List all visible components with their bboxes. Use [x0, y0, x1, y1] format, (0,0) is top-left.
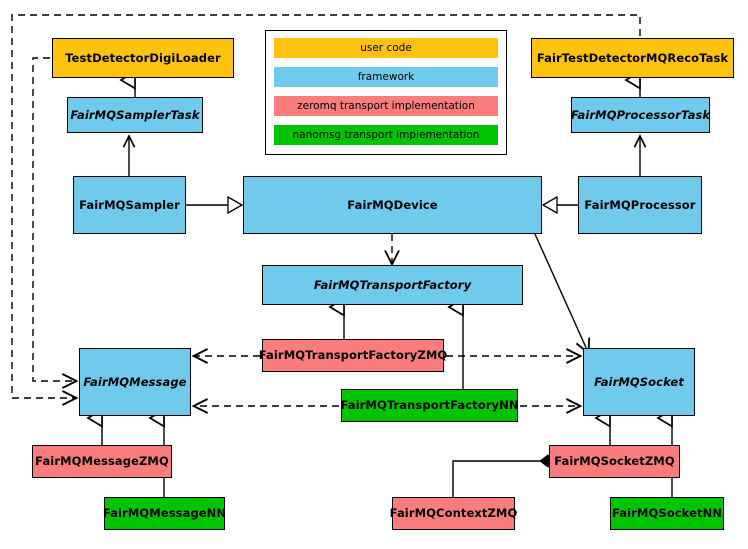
class-node-label: FairMQMessage: [83, 374, 187, 389]
legend-item-zeromq: zeromq transport implementation: [274, 96, 498, 116]
class-node-label: FairMQMessageNN: [102, 506, 227, 521]
class-node-label: FairMQProcessor: [584, 197, 696, 212]
dependency-edges: FairMQTransportFactory --> FairMQMessage…: [11, 14, 641, 406]
class-node-fairmqmessage[interactable]: FairMQMessage: [79, 348, 191, 416]
class-node-fairmqtransportfactory[interactable]: FairMQTransportFactory: [262, 265, 523, 305]
class-node-label: FairMQTransportFactoryNN: [340, 398, 519, 413]
class-node-label: FairMQTransportFactory: [313, 277, 472, 292]
edge-contextzmq-to-socketzmq: [452, 460, 540, 497]
class-node-fairmqprocessor[interactable]: FairMQProcessor: [578, 176, 702, 234]
class-node-fairmqtransportfactorynn[interactable]: FairMQTransportFactoryNN: [340, 389, 519, 422]
class-node-fairtestdetectormqrecotask[interactable]: FairTestDetectorMQRecoTask: [531, 38, 734, 78]
class-node-fairmqsocketzmq[interactable]: FairMQSocketZMQ: [549, 445, 680, 478]
class-node-fairmqprocessortask[interactable]: FairMQProcessorTask: [571, 97, 710, 133]
class-node-fairmqdevice[interactable]: FairMQDevice: [243, 176, 542, 234]
class-node-label: TestDetectorDigiLoader: [65, 50, 221, 65]
class-node-fairmqsamplertask[interactable]: FairMQSamplerTask: [67, 97, 203, 133]
class-node-fairmqsampler[interactable]: FairMQSampler: [73, 176, 186, 234]
class-node-label: FairTestDetectorMQRecoTask: [536, 50, 729, 65]
legend-item-framework: framework: [274, 67, 498, 87]
class-node-label: FairMQSampler: [79, 197, 180, 212]
class-node-label: FairMQSocket: [594, 374, 684, 389]
class-node-fairmqcontextzmq[interactable]: FairMQContextZMQ: [389, 497, 518, 530]
class-node-label: FairMQProcessorTask: [570, 107, 711, 122]
class-node-label: FairMQContextZMQ: [389, 506, 518, 521]
legend-label: zeromq transport implementation: [297, 100, 475, 112]
edge-device-to-socket: [534, 233, 588, 352]
class-node-label: FairMQTransportFactoryZMQ: [258, 348, 448, 363]
triangle-processor-device: [541, 195, 558, 215]
triangle-sampler-device: [227, 195, 244, 215]
legend-item-user-code: user code: [274, 38, 498, 58]
edge-digiloader-to-message: [32, 57, 75, 381]
legend-label: user code: [360, 42, 412, 54]
class-node-label: FairMQSocketNN: [611, 506, 723, 521]
class-node-fairmqmessagezmq[interactable]: FairMQMessageZMQ: [32, 445, 172, 478]
legend-label: nanomsg transport implementation: [292, 129, 480, 141]
class-node-label: FairMQSamplerTask: [70, 107, 200, 122]
class-node-fairmqsocketnn[interactable]: FairMQSocketNN: [610, 497, 724, 530]
class-node-testdetectordigiloader[interactable]: TestDetectorDigiLoader: [52, 38, 234, 78]
class-node-fairmqmessagenn[interactable]: FairMQMessageNN: [102, 497, 227, 530]
class-node-label: FairMQSocketZMQ: [554, 454, 675, 469]
legend-item-nanomsg: nanomsg transport implementation: [274, 125, 498, 145]
class-node-label: FairMQMessageZMQ: [35, 454, 169, 469]
legend-label: framework: [357, 71, 415, 83]
class-node-fairmqtransportfactoryzmq[interactable]: FairMQTransportFactoryZMQ: [259, 339, 447, 372]
class-node-fairmqsocket[interactable]: FairMQSocket: [583, 348, 695, 416]
class-node-label: FairMQDevice: [347, 197, 438, 212]
legend-panel: user code framework zeromq transport imp…: [265, 30, 507, 155]
edge-recotask-to-message: [11, 14, 641, 398]
